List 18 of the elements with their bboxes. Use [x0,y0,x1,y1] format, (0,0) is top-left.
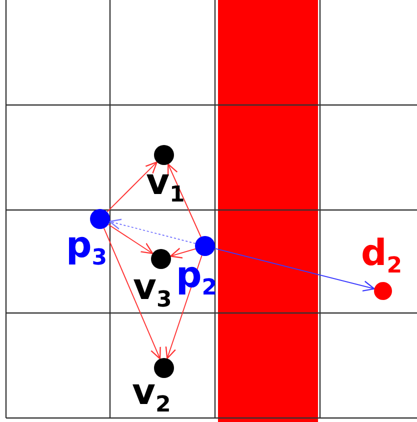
arrow [109,218,196,244]
arrow [106,161,158,212]
arrow [103,228,161,360]
point-label: v$_{3}$ [133,270,172,312]
arrow [170,248,196,258]
arrow [108,224,154,254]
point-dot [154,358,174,378]
point-dot [90,209,110,229]
point-label: d$_{2}$ [361,236,402,278]
point-label: v$_{2}$ [132,375,171,417]
point-dot [374,282,392,300]
point-dot [151,249,171,269]
arrow [167,164,202,238]
arrow [214,248,375,292]
point-label: p$_{3}$ [66,228,108,270]
point-dot [195,236,215,256]
point-dot [154,145,174,165]
point-label: v$_{1}$ [146,165,185,207]
